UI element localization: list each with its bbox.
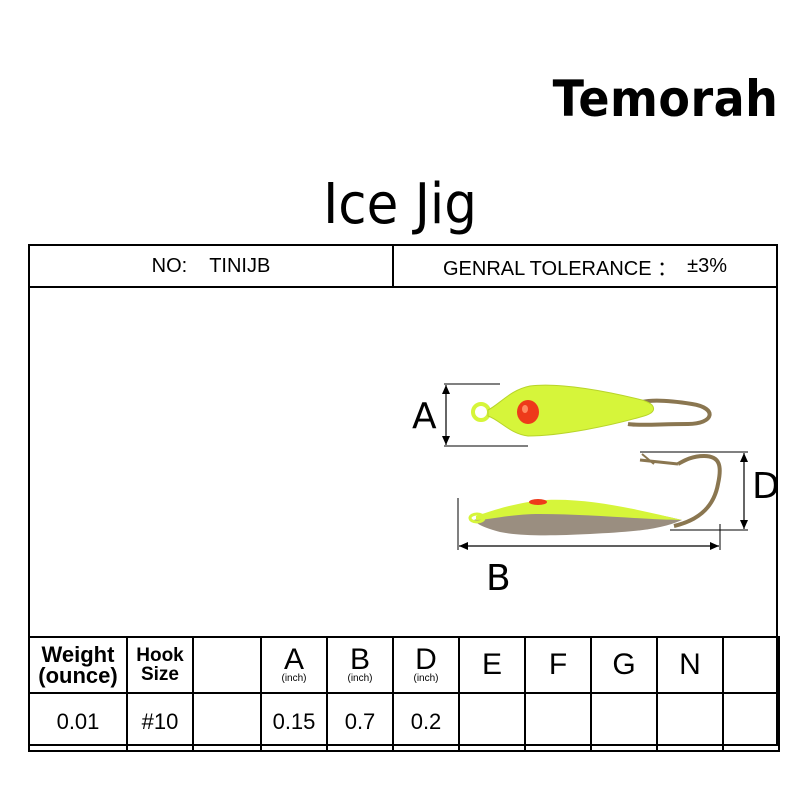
value-last bbox=[722, 692, 780, 752]
spec-header-row: Weight (ounce) Hook Size A (inch) B (inc… bbox=[28, 636, 780, 694]
model-number-value: TINIJB bbox=[209, 254, 271, 277]
jig-eye-icon bbox=[517, 400, 539, 424]
spec-sheet: NO: TINIJB GENRAL TOLERANCE ： ±3% A bbox=[28, 244, 780, 752]
dimension-b: B bbox=[457, 498, 721, 599]
value-e bbox=[458, 692, 526, 752]
dimension-a: A bbox=[412, 383, 528, 447]
header-a: A (inch) bbox=[260, 636, 328, 694]
header-f: F bbox=[524, 636, 592, 694]
jig-side-view bbox=[468, 453, 722, 536]
header-hook-size: Hook Size bbox=[126, 636, 194, 694]
product-title: Ice Jig bbox=[323, 172, 477, 237]
model-number-cell: NO: TINIJB bbox=[30, 246, 394, 286]
value-b: 0.7 bbox=[326, 692, 394, 752]
value-hook-size: #10 bbox=[126, 692, 194, 752]
value-a: 0.15 bbox=[260, 692, 328, 752]
value-d: 0.2 bbox=[392, 692, 460, 752]
header-last bbox=[722, 636, 780, 694]
dimension-d: D bbox=[640, 451, 776, 531]
header-n: N bbox=[656, 636, 724, 694]
value-n bbox=[656, 692, 724, 752]
spec-value-row: 0.01 #10 0.15 0.7 0.2 bbox=[28, 692, 780, 752]
header-d: D (inch) bbox=[392, 636, 460, 694]
header-blank bbox=[192, 636, 262, 694]
brand-name: Temorah bbox=[552, 70, 778, 128]
header-g: G bbox=[590, 636, 658, 694]
jig-top-view bbox=[471, 384, 712, 437]
header-weight: Weight (ounce) bbox=[28, 636, 128, 694]
info-row: NO: TINIJB GENRAL TOLERANCE ： ±3% bbox=[30, 246, 776, 288]
tolerance-label: GENRAL TOLERANCE ： bbox=[442, 257, 678, 280]
value-weight: 0.01 bbox=[28, 692, 128, 752]
tolerance-value: ±3% bbox=[687, 254, 728, 277]
spec-table: Weight (ounce) Hook Size A (inch) B (inc… bbox=[28, 636, 780, 752]
value-g bbox=[590, 692, 658, 752]
value-blank bbox=[192, 692, 262, 752]
value-f bbox=[524, 692, 592, 752]
label-a: A bbox=[412, 396, 437, 437]
tolerance-cell: GENRAL TOLERANCE ： ±3% bbox=[394, 246, 776, 286]
label-d: D bbox=[752, 466, 776, 507]
label-b: B bbox=[486, 558, 511, 599]
jig-drawing: A D bbox=[412, 383, 776, 599]
model-number-label: NO: bbox=[151, 254, 188, 277]
header-e: E bbox=[458, 636, 526, 694]
header-b: B (inch) bbox=[326, 636, 394, 694]
